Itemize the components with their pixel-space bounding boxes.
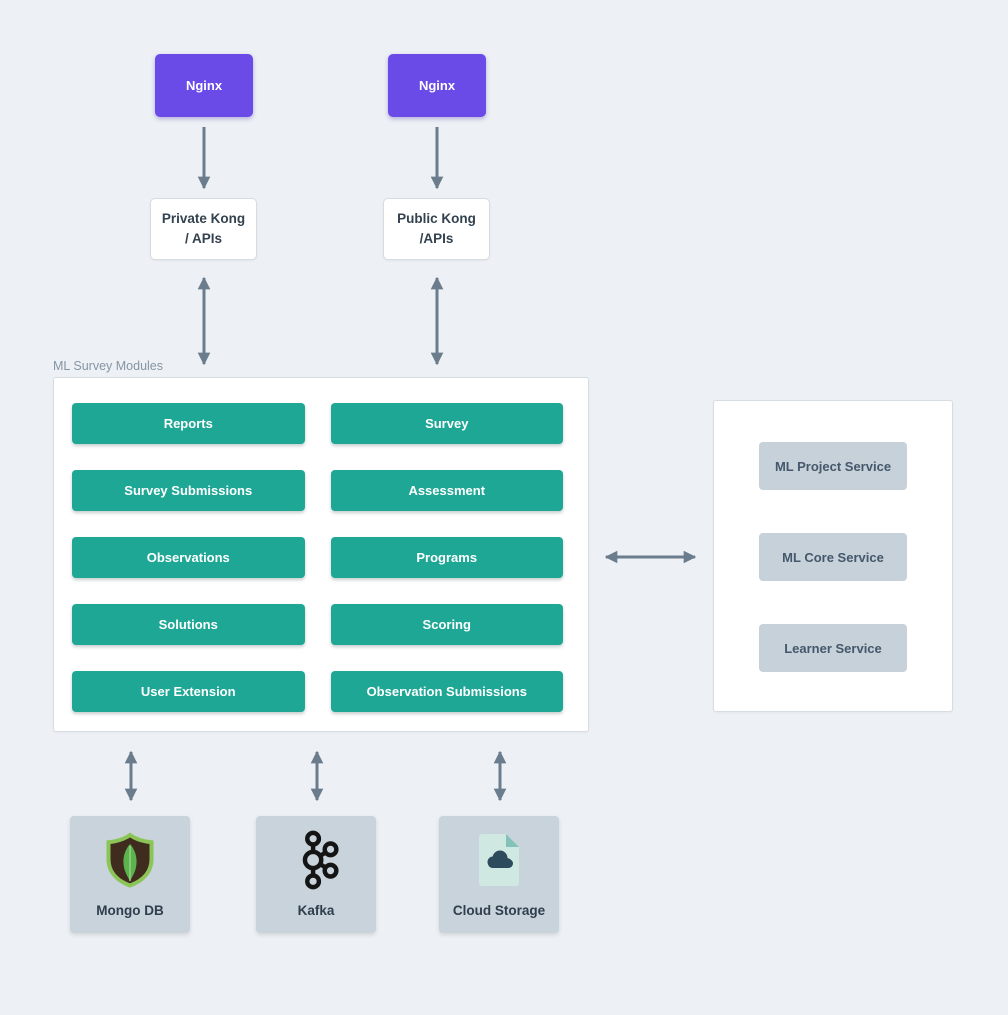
public-kong-label-line1: Public Kong <box>397 211 476 227</box>
nginx-node-left: Nginx <box>155 54 253 117</box>
cloud-storage-icon <box>476 829 522 891</box>
service-label: ML Core Service <box>782 549 884 565</box>
datastore-label: Kafka <box>297 903 335 918</box>
module-programs: Programs <box>330 537 563 578</box>
kafka-icon <box>293 829 339 891</box>
module-label: Solutions <box>158 617 218 632</box>
module-survey-submissions: Survey Submissions <box>72 470 305 511</box>
module-label: Assessment <box>408 483 486 498</box>
module-label: Observations <box>146 550 230 565</box>
module-label: Survey Submissions <box>124 483 253 498</box>
module-observations: Observations <box>72 537 305 578</box>
service-label: Learner Service <box>784 640 882 656</box>
module-label: Programs <box>416 550 478 565</box>
module-survey: Survey <box>330 403 563 444</box>
nginx-label: Nginx <box>185 78 223 93</box>
private-kong-label-line2: / APIs <box>184 231 222 246</box>
module-label: User Extension <box>140 684 236 699</box>
datastore-label: Cloud Storage <box>452 903 546 918</box>
mongodb-icon <box>105 829 155 891</box>
module-scoring: Scoring <box>330 604 563 645</box>
ml-survey-modules-container: Reports Survey Survey Submissions Assess… <box>53 377 589 732</box>
service-learner: Learner Service <box>759 624 907 672</box>
modules-group-label: ML Survey Modules <box>53 359 163 373</box>
ml-services-panel: ML Project Service ML Core Service Learn… <box>713 400 953 712</box>
datastore-kafka: Kafka <box>256 816 376 933</box>
service-label: ML Project Service <box>774 458 892 474</box>
module-reports: Reports <box>72 403 305 444</box>
module-label: Scoring <box>422 617 471 632</box>
private-kong-label-line1: Private Kong <box>161 211 246 227</box>
module-observation-submissions: Observation Submissions <box>330 671 563 712</box>
datastore-mongodb: Mongo DB <box>70 816 190 933</box>
service-ml-project: ML Project Service <box>759 442 907 490</box>
public-kong-node: Public Kong /APIs <box>383 198 490 260</box>
module-solutions: Solutions <box>72 604 305 645</box>
nginx-node-right: Nginx <box>388 54 486 117</box>
service-ml-core: ML Core Service <box>759 533 907 581</box>
private-kong-node: Private Kong / APIs <box>150 198 257 260</box>
public-kong-label-line2: /APIs <box>419 231 454 246</box>
datastore-cloud-storage: Cloud Storage <box>439 816 559 933</box>
module-label: Observation Submissions <box>366 684 527 699</box>
datastore-label: Mongo DB <box>96 903 164 918</box>
module-label: Reports <box>163 416 213 431</box>
nginx-label: Nginx <box>418 78 456 93</box>
module-assessment: Assessment <box>330 470 563 511</box>
module-user-extension: User Extension <box>72 671 305 712</box>
module-label: Survey <box>425 416 469 431</box>
